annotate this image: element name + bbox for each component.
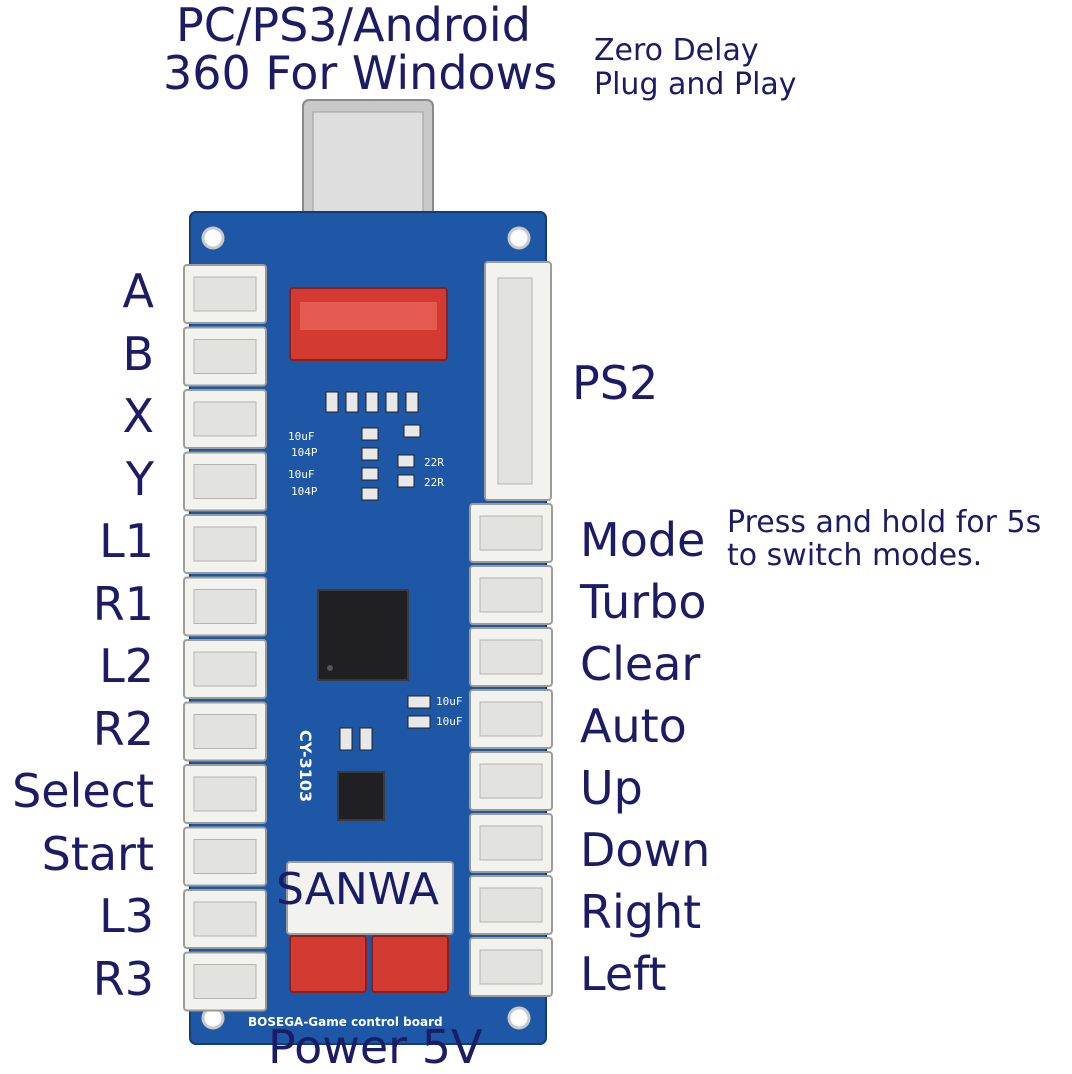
left-label-x: X	[122, 389, 154, 443]
left-label-l1: L1	[99, 514, 154, 568]
svg-text:22R: 22R	[424, 456, 444, 469]
silkscreen-labels: 10uF 104P 10uF 104P 22R 22R 10uF 10uF	[288, 430, 463, 728]
right-label-up: Up	[580, 761, 643, 815]
left-label-l3: L3	[99, 889, 154, 943]
left-connector-10-socket	[193, 839, 257, 874]
power-label: Power 5V	[268, 1020, 483, 1074]
svg-text:22R: 22R	[424, 476, 444, 489]
left-connector-4-socket	[193, 464, 257, 499]
right-label-left: Left	[580, 947, 667, 1001]
left-connectors	[183, 264, 267, 1012]
left-label-select: Select	[12, 764, 154, 818]
right-connectors	[469, 503, 553, 997]
left-connector-9-socket	[193, 776, 257, 812]
left-label-start: Start	[41, 826, 154, 881]
small-chip	[337, 771, 385, 821]
left-label-y: Y	[125, 451, 154, 506]
zero-delay-note: Zero Delay	[594, 33, 759, 68]
left-connector-7-socket	[193, 651, 257, 687]
left-label-b: B	[122, 326, 154, 381]
svg-text:10uF: 10uF	[288, 468, 315, 481]
left-connector-5-socket	[193, 526, 257, 562]
right-connector-1-socket	[479, 515, 543, 551]
model-text: CY-3103	[296, 730, 315, 802]
right-label-auto: Auto	[580, 699, 687, 753]
left-connector-12-socket	[193, 964, 257, 999]
left-label-r1: R1	[92, 576, 154, 631]
ps2-label: PS2	[572, 356, 659, 410]
sanwa-label: SANWA	[276, 864, 439, 915]
left-label-r3: R3	[92, 951, 154, 1006]
right-connector-7-socket	[479, 887, 543, 923]
right-connector-2-socket	[479, 577, 543, 613]
left-connector-11-socket	[193, 901, 257, 937]
left-label-l2: L2	[99, 639, 154, 693]
power-connectors	[289, 935, 449, 993]
brand-text: BOSEGA-Game control board	[248, 1015, 443, 1029]
right-connector-3-socket	[479, 639, 543, 675]
right-label-right: Right	[580, 885, 702, 939]
platform-title-line2: 360 For Windows	[163, 46, 558, 100]
left-connector-3-socket	[193, 401, 257, 437]
left-connector-8-socket	[193, 714, 257, 749]
mode-note-line1: Press and hold for 5s	[727, 505, 1042, 540]
left-connector-6-socket	[193, 589, 257, 624]
right-connector-8-socket	[479, 949, 543, 985]
ps2-connector	[484, 261, 552, 501]
smd-components	[325, 391, 431, 751]
led-red-connector	[289, 287, 448, 361]
svg-text:10uF: 10uF	[288, 430, 315, 443]
right-connector-5-socket	[479, 763, 543, 799]
right-connector-4-socket	[479, 701, 543, 737]
left-connector-1-socket	[193, 276, 257, 312]
right-label-turbo: Turbo	[580, 575, 707, 629]
mode-note-line2: to switch modes.	[727, 538, 983, 573]
right-connector-6-socket	[479, 825, 543, 861]
svg-text:104P: 104P	[291, 485, 318, 498]
svg-text:10uF: 10uF	[436, 695, 463, 708]
left-connector-2-socket	[193, 339, 257, 374]
sanwa-connector	[286, 861, 454, 935]
main-chip	[317, 589, 409, 681]
svg-text:104P: 104P	[291, 446, 318, 459]
left-label-a: A	[122, 264, 154, 318]
plug-play-note: Plug and Play	[594, 67, 797, 102]
right-label-mode: Mode	[580, 513, 706, 567]
right-label-clear: Clear	[580, 637, 701, 691]
right-label-down: Down	[580, 823, 711, 877]
left-label-r2: R2	[92, 701, 154, 756]
svg-text:10uF: 10uF	[436, 715, 463, 728]
platform-title-line1: PC/PS3/Android	[176, 0, 531, 52]
